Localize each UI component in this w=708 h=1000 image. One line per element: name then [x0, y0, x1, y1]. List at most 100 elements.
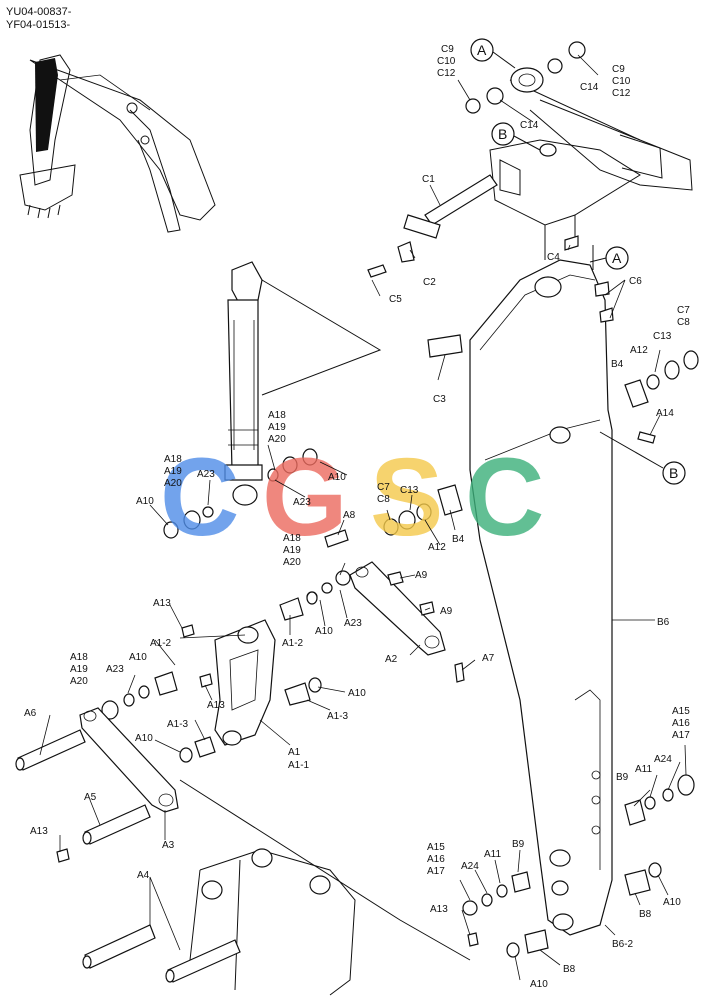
- label-a18-left: A18: [164, 454, 182, 465]
- label-a2: A2: [385, 654, 398, 665]
- label-a17-mid: A17: [427, 866, 445, 877]
- label-a13-a: A13: [153, 598, 171, 609]
- right-bushings: [427, 281, 699, 896]
- label-a23-left: A23: [197, 469, 215, 480]
- label-a10-d: A10: [348, 688, 366, 699]
- label-c3: C3: [433, 394, 446, 405]
- svg-text:B: B: [669, 465, 678, 481]
- label-c7-mid: C7: [377, 482, 390, 493]
- label-a20-bot: A20: [70, 676, 88, 687]
- label-a14: A14: [656, 408, 674, 419]
- label-a17-right: A17: [672, 730, 690, 741]
- label-c8-mid: C8: [377, 494, 390, 505]
- label-a3: A3: [162, 840, 175, 851]
- label-a20-top: A20: [268, 434, 286, 445]
- watermark-letter-2: G: [262, 436, 348, 559]
- cylinder-end-washers: [163, 448, 318, 539]
- label-c6: C6: [629, 276, 642, 287]
- label-c9-right: C9: [612, 64, 625, 75]
- label-a23-mid: A23: [293, 497, 311, 508]
- label-a16-right: A16: [672, 718, 690, 729]
- label-a18-mid: A18: [283, 533, 301, 544]
- label-a18-bot: A18: [70, 652, 88, 663]
- label-c7-right: C7: [677, 305, 690, 316]
- label-a24-right: A24: [654, 754, 672, 765]
- watermark: C G S C: [160, 436, 544, 559]
- label-a11-mid: A11: [484, 849, 501, 860]
- label-a10-bot: A10: [129, 652, 147, 663]
- label-a13-c: A13: [30, 826, 48, 837]
- label-a10-f: A10: [663, 897, 681, 908]
- label-a9-a: A9: [415, 570, 428, 581]
- svg-text:A: A: [477, 42, 487, 58]
- label-a10-c: A10: [315, 626, 333, 637]
- link-a1: [101, 591, 322, 763]
- label-a1: A1: [288, 747, 301, 758]
- label-a10-left: A10: [136, 496, 154, 507]
- label-a7: A7: [482, 653, 495, 664]
- label-a1-1: A1-1: [288, 760, 310, 771]
- label-c13-mid: C13: [400, 485, 419, 496]
- label-b9-mid: B9: [512, 839, 525, 850]
- label-a1-3-a: A1-3: [167, 719, 189, 730]
- label-b6-2: B6-2: [612, 939, 634, 950]
- label-a6: A6: [24, 708, 37, 719]
- label-c14-a: C14: [580, 82, 599, 93]
- label-c9-left: C9: [441, 44, 454, 55]
- leader-lines: [39, 54, 687, 981]
- label-a15-right: A15: [672, 706, 690, 717]
- svg-text:A: A: [612, 250, 622, 266]
- label-b9-right: B9: [616, 772, 629, 783]
- label-a5: A5: [84, 792, 97, 803]
- label-a13-b: A13: [207, 700, 225, 711]
- label-c13-right: C13: [653, 331, 672, 342]
- link-a3: [15, 707, 179, 863]
- label-c5: C5: [389, 294, 402, 305]
- label-c10-left: C10: [437, 56, 456, 67]
- label-a1-2-a: A1-2: [150, 638, 172, 649]
- excavator-thumbnail: [19, 54, 216, 233]
- label-c12-left: C12: [437, 68, 456, 79]
- callout-a-right: A: [589, 245, 629, 270]
- label-a15-mid: A15: [427, 842, 445, 853]
- label-a9-b: A9: [440, 606, 453, 617]
- label-b6: B6: [657, 617, 670, 628]
- label-c12-right: C12: [612, 88, 631, 99]
- label-a19-mid: A19: [283, 545, 301, 556]
- label-a19-bot: A19: [70, 664, 88, 675]
- label-a20-mid: A20: [283, 557, 301, 568]
- label-b4-mid: B4: [452, 534, 465, 545]
- label-a12-mid: A12: [428, 542, 446, 553]
- svg-text:B: B: [498, 126, 507, 142]
- watermark-letter-1: C: [160, 436, 239, 559]
- label-a1-3-b: A1-3: [327, 711, 349, 722]
- label-c1: C1: [422, 174, 435, 185]
- label-a13-d: A13: [430, 904, 448, 915]
- label-b4-right: B4: [611, 359, 624, 370]
- callout-b-top: B: [491, 122, 541, 151]
- label-a12-right: A12: [630, 345, 648, 356]
- part-labels: C9 C10 C12 C9 C10 C12 C14 C14 C1 C2 C5 C…: [24, 44, 690, 990]
- middle-washers: [324, 484, 463, 548]
- label-a20-left: A20: [164, 478, 182, 489]
- label-c8-right: C8: [677, 317, 690, 328]
- arm-cylinder-top: [465, 41, 693, 191]
- label-a19-left: A19: [164, 466, 182, 477]
- watermark-letter-3: S: [370, 436, 443, 559]
- label-a19-top: A19: [268, 422, 286, 433]
- bucket-cylinder: [224, 261, 382, 506]
- label-a8: A8: [343, 510, 356, 521]
- bottom-bushings: [462, 871, 549, 958]
- label-c2: C2: [423, 277, 436, 288]
- label-a16-mid: A16: [427, 854, 445, 865]
- label-a11-right: A11: [635, 764, 652, 775]
- label-b8-bottom: B8: [563, 964, 576, 975]
- label-a10-e: A10: [135, 733, 153, 744]
- arm-b6: [469, 259, 613, 936]
- label-a23-c: A23: [344, 618, 362, 629]
- label-c10-right: C10: [612, 76, 631, 87]
- label-a10-mid: A10: [328, 472, 346, 483]
- label-a18-top: A18: [268, 410, 286, 421]
- label-b8-right: B8: [639, 909, 652, 920]
